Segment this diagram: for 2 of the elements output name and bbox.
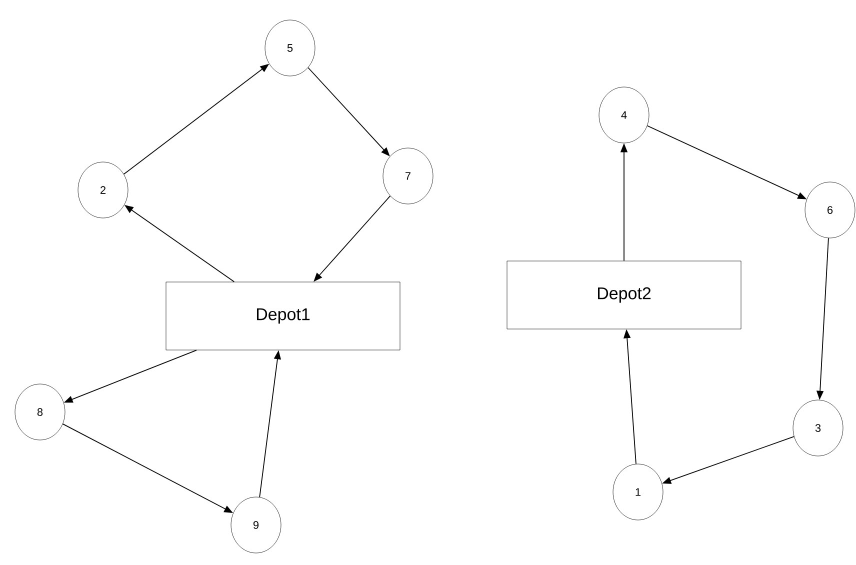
depot-box: Depot2 [506,260,742,330]
depot-box: Depot1 [166,282,400,350]
